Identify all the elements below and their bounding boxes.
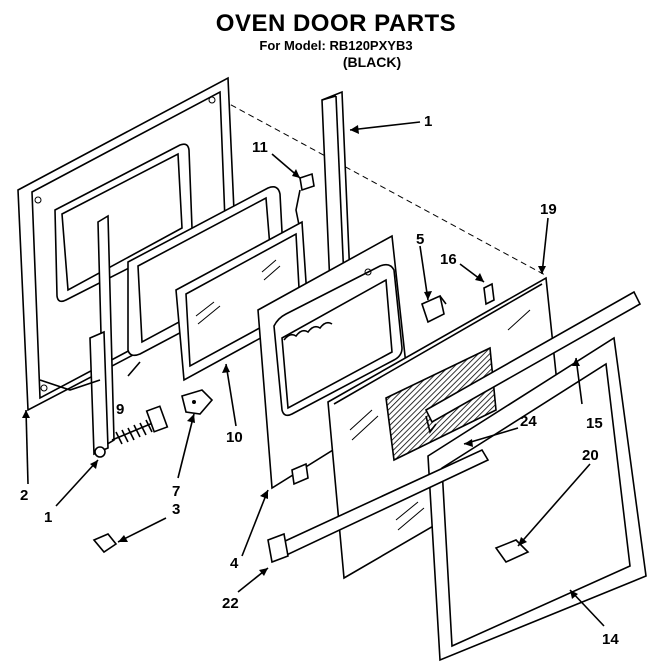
bracket-part-5 [421, 294, 447, 324]
diagram-title: OVEN DOOR PARTS [215, 10, 457, 37]
top-trim-channel [424, 290, 642, 434]
clip-part-20 [494, 539, 530, 564]
callout-16: 16 [440, 251, 457, 268]
alignment-dashed-line [221, 99, 546, 276]
callout-22: 22 [222, 595, 239, 612]
leader-lines [22, 121, 605, 627]
callout-11: 11 [252, 139, 268, 156]
door-frame [427, 336, 647, 662]
callout-20: 20 [582, 447, 599, 464]
callout-14: 14 [602, 631, 619, 648]
clip-part-16 [483, 282, 495, 306]
callout-15: 15 [586, 415, 603, 432]
hinge-spring [111, 405, 169, 445]
callout-10: 10 [226, 429, 243, 446]
callout-5: 5 [416, 231, 424, 248]
color-line: (BLACK) [342, 54, 402, 70]
callout-2: 2 [20, 487, 28, 504]
callout-1-bottom: 1 [44, 509, 52, 526]
callout-3: 3 [172, 501, 180, 518]
door-channel [321, 90, 351, 288]
callout-19: 19 [540, 201, 557, 218]
clip-part-11 [295, 172, 315, 231]
bracket-part-7 [181, 389, 214, 415]
model-line: For Model: RB120PXYB3 [259, 38, 413, 53]
clip-part-3 [92, 533, 118, 554]
callout-24: 24 [520, 413, 537, 430]
callout-1-top: 1 [424, 113, 432, 130]
callout-9: 9 [116, 401, 124, 418]
callout-7: 7 [172, 483, 180, 500]
handle-bar [267, 448, 490, 564]
hinge-bracket [39, 214, 115, 458]
callout-4: 4 [230, 555, 239, 572]
